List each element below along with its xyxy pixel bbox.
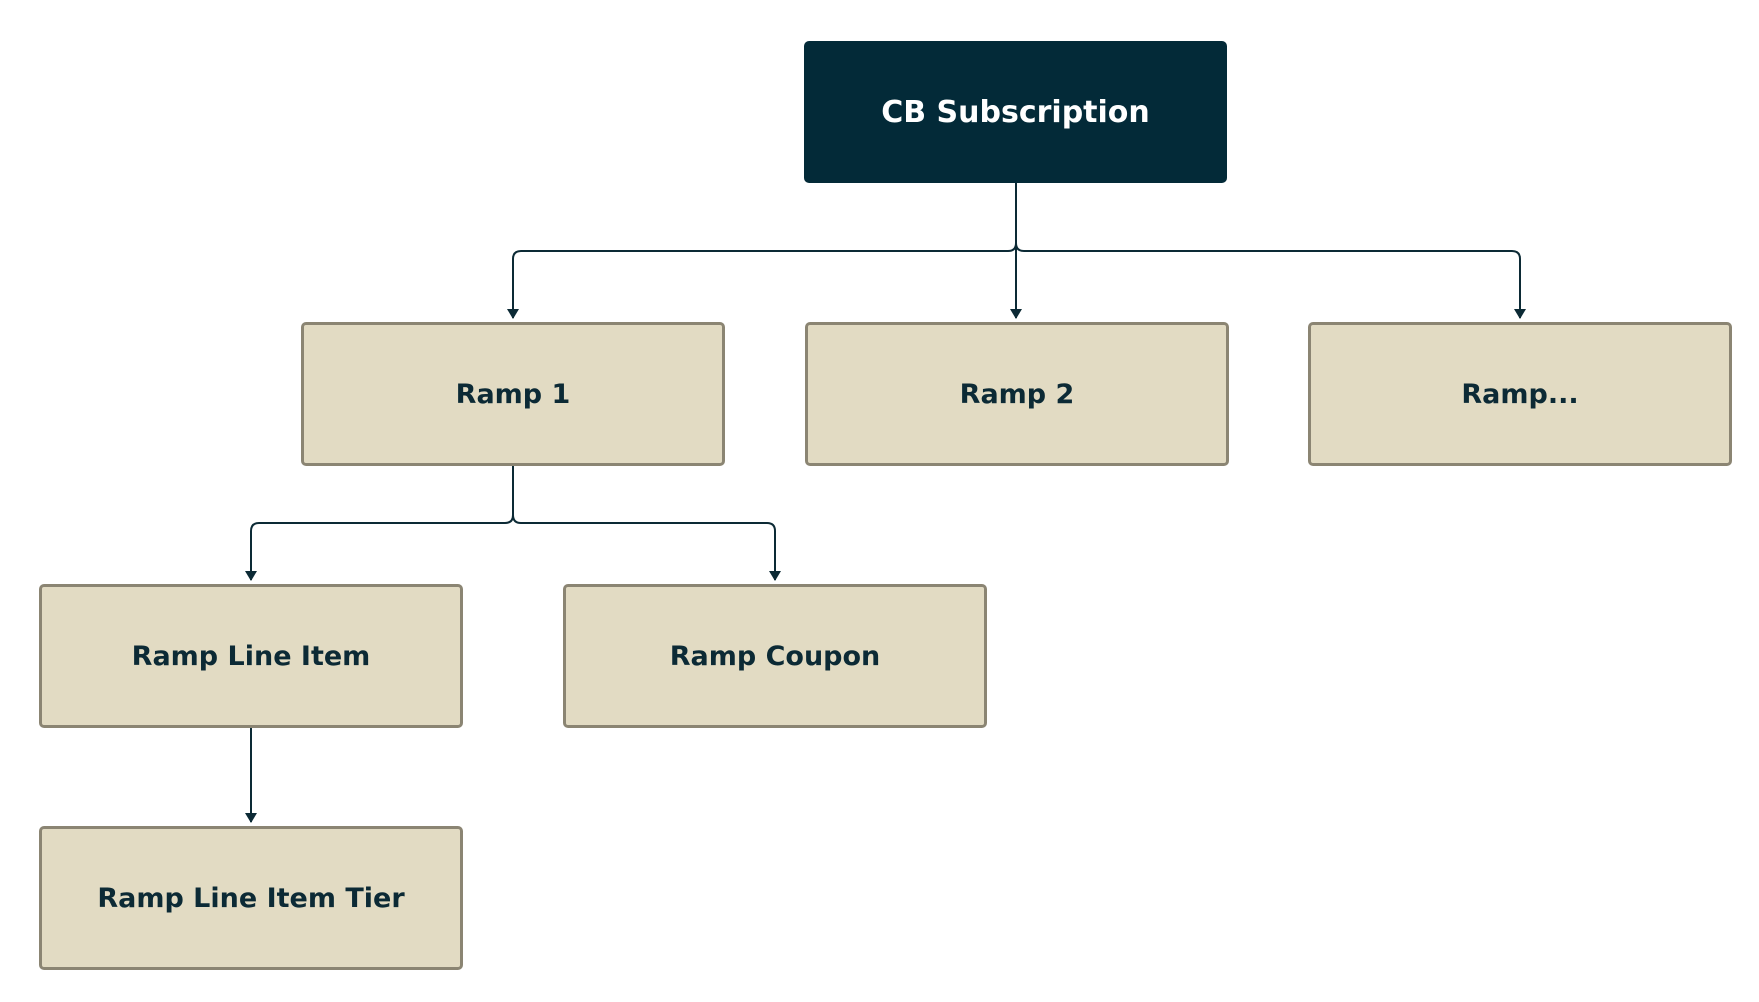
connector-root-rampmore <box>1015 242 1526 319</box>
node-ramp-line-item[interactable]: Ramp Line Item <box>39 584 463 728</box>
node-label: Ramp 2 <box>959 378 1075 410</box>
node-ramp-2[interactable]: Ramp 2 <box>805 322 1229 466</box>
node-label: Ramp Line Item <box>131 640 371 672</box>
node-label: Ramp 1 <box>455 378 571 410</box>
node-ramp-1[interactable]: Ramp 1 <box>301 322 725 466</box>
node-ramp-coupon[interactable]: Ramp Coupon <box>563 584 987 728</box>
connector-ramp1-lineitem <box>245 466 514 581</box>
node-ramp-line-item-tier[interactable]: Ramp Line Item Tier <box>39 826 463 970</box>
node-label: Ramp... <box>1461 378 1579 410</box>
node-ramp-more[interactable]: Ramp... <box>1308 322 1732 466</box>
node-label: Ramp Coupon <box>669 640 881 672</box>
node-label: CB Subscription <box>881 94 1150 130</box>
connector-root-ramp1 <box>507 183 1017 319</box>
node-cb-subscription[interactable]: CB Subscription <box>804 41 1227 183</box>
connector-ramp1-coupon <box>512 514 781 581</box>
node-label: Ramp Line Item Tier <box>97 882 405 914</box>
